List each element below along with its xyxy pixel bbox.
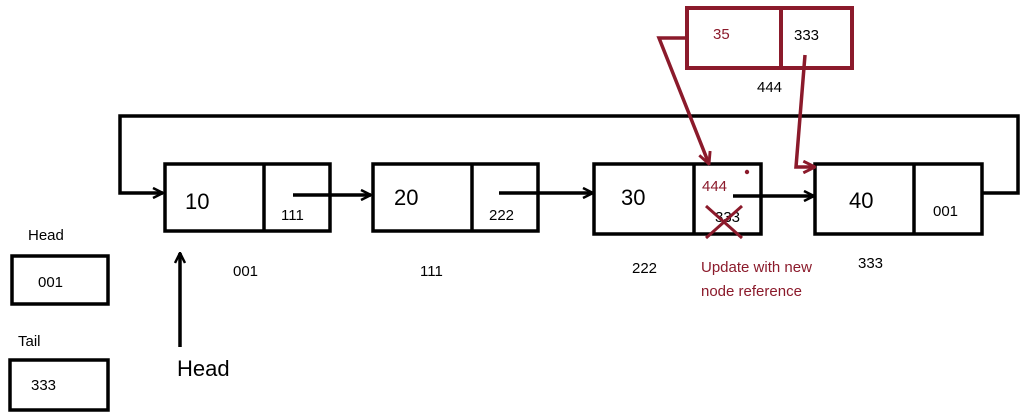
node-1-box	[163, 162, 332, 233]
node-3-new-next: 444	[702, 178, 727, 195]
node-3-address: 222	[632, 260, 657, 277]
head-box-label: Head	[28, 227, 64, 244]
tail-box-rect	[8, 358, 110, 412]
circular-link-line	[118, 114, 1020, 193]
node-4-next: 001	[933, 203, 958, 220]
node-2-value: 20	[394, 185, 418, 210]
node-3-value: 30	[621, 185, 645, 210]
new-node-value: 35	[713, 26, 730, 43]
tail-box: Tail 333	[8, 333, 110, 412]
node-4-address: 333	[858, 255, 883, 272]
node-1-address: 001	[233, 263, 258, 280]
new-node-address: 444	[757, 79, 782, 96]
node-1-next: 111	[281, 207, 304, 224]
node-1: 10 111 001	[163, 162, 332, 280]
head-box-value: 001	[38, 274, 63, 291]
head-box-rect	[10, 254, 110, 306]
tail-box-label: Tail	[18, 333, 41, 350]
node-4-box	[813, 162, 984, 236]
arrow-new-node-from-node3	[656, 36, 709, 164]
new-node-box	[685, 6, 854, 70]
node-3-box	[592, 162, 763, 236]
tail-box-value: 333	[31, 377, 56, 394]
node-3: 30 333 444 222	[592, 162, 763, 277]
node-4-value: 40	[849, 188, 873, 213]
strikeout-cross-icon	[705, 204, 743, 240]
update-note-line-2: node reference	[701, 283, 802, 300]
node-2-address: 111	[420, 263, 443, 280]
head-box: Head 001	[10, 227, 110, 306]
new-node: 35 333 444	[685, 6, 854, 96]
new-node-next: 333	[794, 27, 819, 44]
head-pointer-label: Head	[177, 356, 230, 381]
update-note-line-1: Update with new	[701, 259, 812, 276]
node-4: 40 001 333	[813, 162, 984, 272]
node-2: 20 222 111	[371, 162, 540, 280]
node-2-box	[371, 162, 540, 233]
marker-dot	[744, 169, 750, 175]
arrow-new-node-to-node4	[794, 54, 815, 167]
node-2-next: 222	[489, 207, 514, 224]
node-1-value: 10	[185, 189, 209, 214]
